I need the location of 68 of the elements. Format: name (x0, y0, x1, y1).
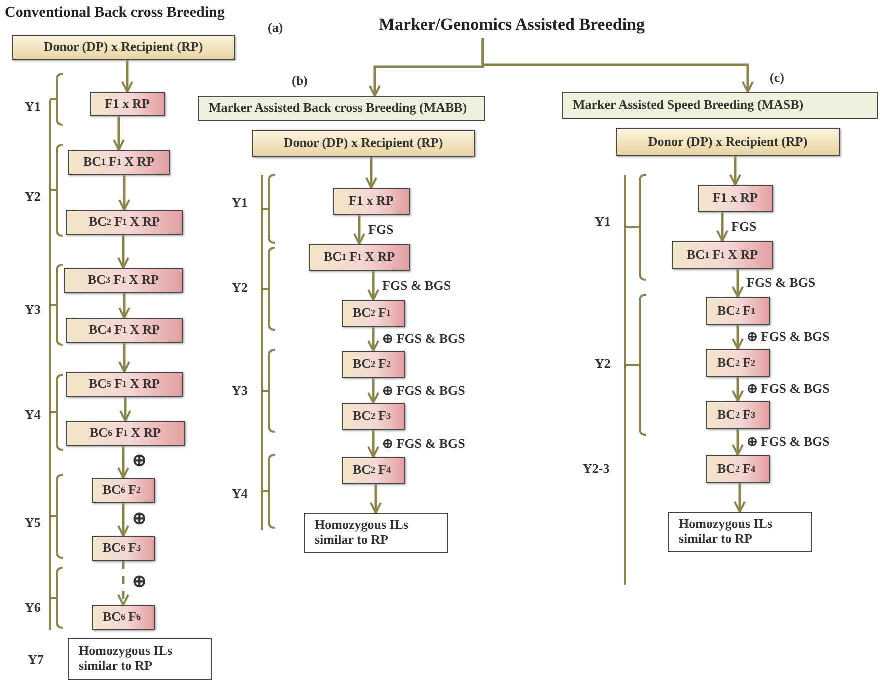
generation-box: F1 x RP (333, 188, 410, 215)
edge-label: FGS & BGS (747, 275, 816, 291)
year-label: Y2-3 (583, 461, 610, 477)
year-label: Y7 (28, 652, 44, 668)
cross-box: Donor (DP) x Recipient (RP) (12, 35, 235, 60)
cross-box: Donor (DP) x Recipient (RP) (616, 128, 840, 156)
arrow (368, 430, 380, 458)
result-box: Homozygous ILs similar to RP (68, 638, 212, 680)
arrow (370, 484, 382, 514)
edge-label: ⊕ (132, 508, 146, 528)
arrow (732, 269, 744, 298)
arrow (368, 378, 380, 404)
title-text: Marker/Genomics Assisted Breeding (352, 12, 672, 38)
year-label: Y5 (25, 515, 41, 531)
year-label: Y2 (595, 356, 611, 372)
panel-label: (a) (268, 20, 284, 36)
arrow (113, 116, 125, 151)
arrow (354, 215, 366, 245)
year-label: Y4 (25, 407, 41, 423)
year-label: Y2 (25, 189, 41, 205)
edge-label: FGS (368, 222, 394, 238)
arrow (118, 235, 130, 269)
arrow (716, 212, 728, 242)
edge-label: ⊕ FGS & BGS (747, 434, 830, 450)
arrow (118, 175, 130, 211)
panel-label: (c) (770, 70, 784, 86)
year-label: Y1 (232, 195, 248, 211)
panel-label: (b) (292, 73, 308, 89)
method-box: Marker Assisted Back cross Breeding (MABB) (198, 96, 485, 121)
edge-label: ⊕ (132, 571, 146, 592)
arrow (120, 397, 132, 422)
arrow (732, 377, 744, 402)
year-label: Y2 (232, 280, 248, 296)
year-label: Y3 (25, 302, 41, 318)
edge-label: FGS & BGS (382, 278, 452, 294)
arrow (118, 293, 130, 319)
arrow (732, 325, 744, 350)
arrow (118, 503, 130, 537)
arrow (732, 429, 744, 456)
edge-label: ⊕ (132, 450, 146, 471)
edge-label: ⊕ FGS & BGS (382, 436, 466, 452)
arrow (734, 483, 746, 513)
edge-label: ⊕ FGS & BGS (747, 381, 830, 397)
generation-box: F1 x RP (698, 185, 773, 212)
method-box: Marker Assisted Speed Breeding (MASB) (562, 92, 878, 119)
edge-label: ⊕ FGS & BGS (747, 329, 830, 345)
arrow (368, 271, 380, 301)
year-label: Y4 (232, 486, 248, 502)
heading: Conventional Back cross Breeding (5, 5, 225, 22)
result-box: Homozygous ILs similar to RP (668, 512, 812, 552)
arrow (118, 343, 130, 373)
arrow (366, 157, 378, 189)
cross-box: Donor (DP) x Recipient (RP) (252, 130, 475, 157)
arrow (118, 561, 130, 606)
arrow (730, 156, 742, 186)
arrow (122, 60, 134, 93)
edge-label: ⊕ FGS & BGS (382, 382, 466, 398)
edge-label: FGS (732, 218, 757, 234)
edge-label: ⊕ FGS & BGS (382, 331, 466, 347)
result-box: Homozygous ILs similar to RP (304, 513, 448, 553)
generation-box: F1 x RP (90, 92, 165, 116)
year-label: Y1 (595, 214, 611, 230)
year-label: Y1 (25, 99, 41, 115)
arrow (368, 327, 380, 352)
year-label: Y3 (232, 383, 248, 399)
arrow (482, 38, 754, 93)
year-label: Y6 (25, 600, 41, 616)
arrow (118, 446, 130, 479)
